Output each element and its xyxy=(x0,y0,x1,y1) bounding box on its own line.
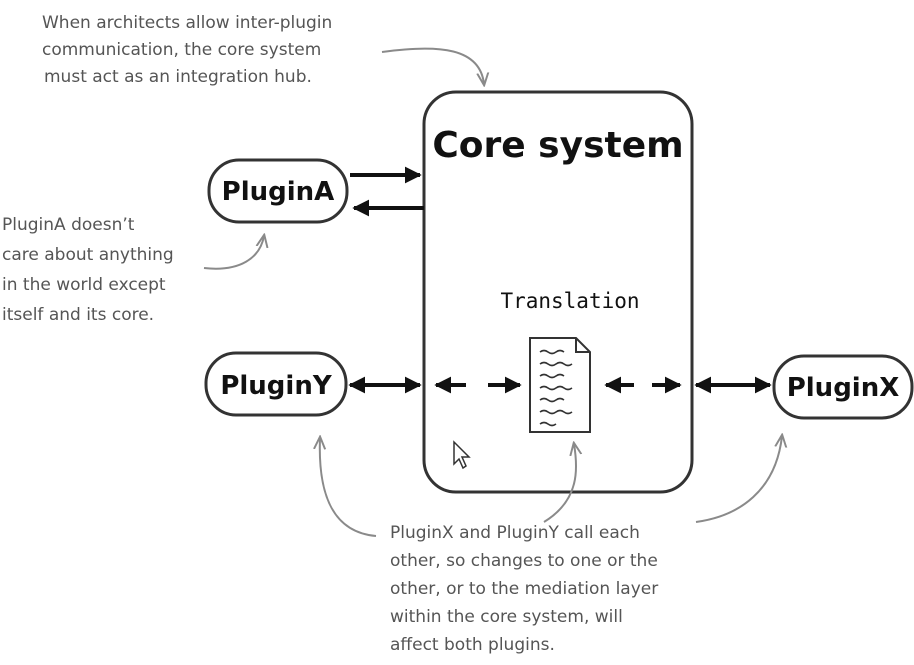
mediation-note: PluginX and PluginY call each other, so … xyxy=(390,523,658,655)
plugin-x-box xyxy=(772,354,914,420)
core-system-box xyxy=(422,90,694,494)
translation-label: Translation xyxy=(500,289,639,313)
note-line: communication, the core system xyxy=(42,40,321,60)
plugin-x-label: PluginX xyxy=(787,373,900,403)
document-icon xyxy=(529,337,591,433)
callout-arrow-to-translation xyxy=(543,444,576,523)
note-line: affect both plugins. xyxy=(390,635,555,655)
plugin-a-box xyxy=(207,158,349,224)
integration-hub-note: When architects allow inter-plugin commu… xyxy=(42,13,332,87)
note-line: PluginX and PluginY call each xyxy=(390,523,640,543)
mouse-cursor-icon xyxy=(453,440,471,470)
note-line: care about anything xyxy=(2,245,174,265)
plugin-a-label: PluginA xyxy=(222,177,335,207)
callout-arrow-to-plugin-y xyxy=(320,438,377,537)
note-line: itself and its core. xyxy=(2,305,154,325)
callout-arrow xyxy=(381,47,484,84)
core-system-title: Core system xyxy=(432,125,683,166)
note-line: PluginA doesn’t xyxy=(2,215,135,235)
plugin-a-note: PluginA doesn’t care about anything in t… xyxy=(2,215,174,325)
note-line: within the core system, will xyxy=(390,607,623,627)
plugin-y-box xyxy=(204,351,348,417)
note-line: must act as an integration hub. xyxy=(44,67,312,87)
note-line: When architects allow inter-plugin xyxy=(42,13,332,33)
note-line: other, or to the mediation layer xyxy=(390,579,658,599)
callout-arrow-to-plugin-x xyxy=(695,436,782,523)
callout-arrow xyxy=(203,236,264,270)
plugin-y-label: PluginY xyxy=(220,371,333,401)
note-line: other, so changes to one or the xyxy=(390,551,658,571)
note-line: in the world except xyxy=(2,275,166,295)
